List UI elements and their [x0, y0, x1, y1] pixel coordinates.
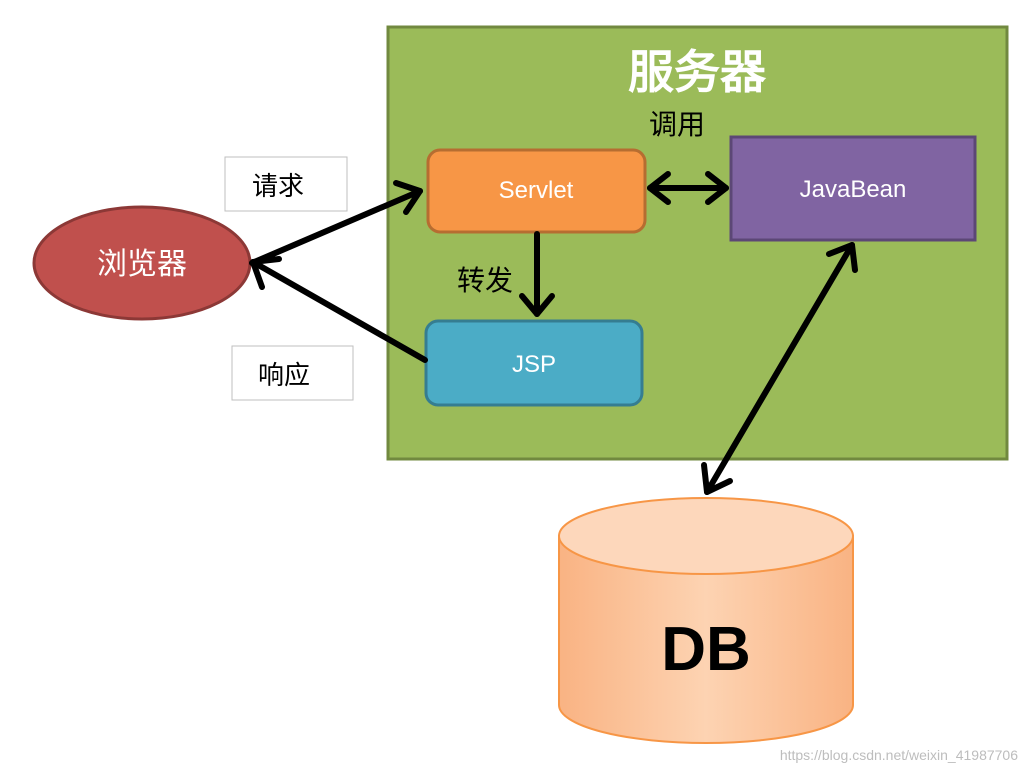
db-arrow-line [704, 242, 855, 495]
call-arrow-head-right [705, 171, 729, 205]
server-title: 服务器 [628, 45, 767, 99]
request-label-box: 请求 [224, 156, 348, 212]
response-label-frame [231, 345, 354, 401]
call-label: 调用 [649, 108, 705, 141]
javabean-label: JavaBean [800, 176, 907, 203]
browser-label: 浏览器 [97, 247, 187, 282]
response-arrow-line [250, 259, 428, 363]
jsp-box [424, 319, 644, 407]
db-node: DB [558, 497, 854, 744]
forward-label: 转发 [457, 264, 513, 297]
request-arrow-line [249, 188, 423, 266]
javabean-node: JavaBean [729, 135, 977, 242]
db-arrow-head-bottom [701, 462, 733, 495]
db-cylinder-body [558, 535, 854, 744]
db-cylinder-top [558, 497, 854, 575]
request-arrow-head [393, 180, 423, 215]
jsp-node: JSP [424, 319, 644, 407]
response-arrow-head [250, 256, 282, 290]
browser-node: 浏览器 [32, 205, 252, 321]
javabean-box [729, 135, 977, 242]
forward-arrow-head [519, 293, 555, 317]
db-label: DB [661, 615, 751, 684]
servlet-node: Servlet [426, 148, 647, 234]
response-label-box: 响应 [231, 345, 354, 401]
request-label: 请求 [252, 172, 304, 202]
arrows [249, 171, 858, 495]
call-arrow-head-left [647, 171, 671, 205]
db-arrow-head-top [826, 242, 858, 273]
request-label-frame [224, 156, 348, 212]
response-label: 响应 [258, 361, 310, 391]
jsp-label: JSP [512, 351, 556, 378]
servlet-label: Servlet [499, 177, 574, 204]
watermark: https://blog.csdn.net/weixin_41987706 [779, 747, 1018, 763]
